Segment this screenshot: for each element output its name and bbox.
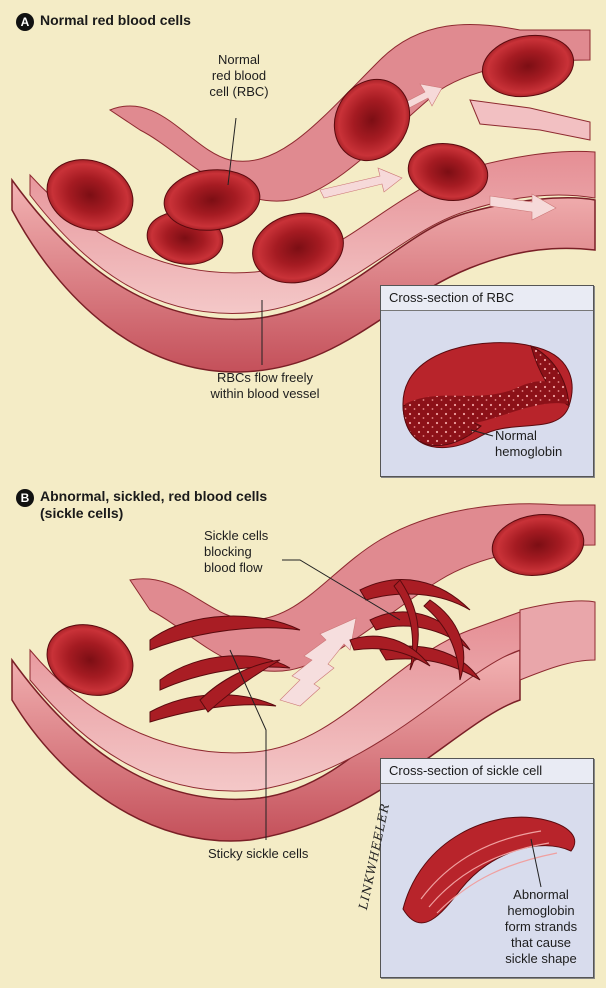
panel-b-title-line: (sickle cells)	[40, 505, 267, 522]
panel-b-title-line: Abnormal, sickled, red blood cells	[40, 488, 267, 505]
label-sickle-blocking: Sickle cells blocking blood flow	[204, 528, 268, 576]
label-line: within blood vessel	[195, 386, 335, 402]
panel-a-title: Normal red blood cells	[40, 12, 191, 29]
label-line: sickle shape	[491, 951, 591, 967]
panel-b-title-row: B Abnormal, sickled, red blood cells (si…	[16, 488, 267, 522]
inset-rbc-cross-section: Cross-section of RBC Normal hemoglobin	[380, 285, 594, 477]
label-line: Normal	[495, 428, 562, 444]
label-line: blood flow	[204, 560, 268, 576]
panel-a-badge: A	[16, 13, 34, 31]
panel-b-title: Abnormal, sickled, red blood cells (sick…	[40, 488, 267, 522]
label-normal-hemoglobin: Normal hemoglobin	[495, 428, 562, 460]
label-line: Sickle cells	[204, 528, 268, 544]
label-line: form strands	[491, 919, 591, 935]
label-line: blocking	[204, 544, 268, 560]
label-abnormal-hemoglobin: Abnormal hemoglobin form strands that ca…	[491, 887, 591, 967]
vessel-a-cut-edge	[470, 100, 590, 140]
label-line: Normal	[194, 52, 284, 68]
rbc-cell	[37, 148, 143, 242]
label-normal-rbc: Normal red blood cell (RBC)	[194, 52, 284, 100]
label-sticky-sickle: Sticky sickle cells	[208, 846, 308, 862]
vessel-b-right-wall	[520, 601, 595, 680]
label-line: RBCs flow freely	[195, 370, 335, 386]
inset-sickle-cross-section: Cross-section of sickle cell Abnormal he…	[380, 758, 594, 978]
panel-b-badge: B	[16, 489, 34, 507]
panel-a-title-row: A Normal red blood cells	[16, 12, 191, 31]
label-line: hemoglobin	[491, 903, 591, 919]
label-line: hemoglobin	[495, 444, 562, 460]
label-line: cell (RBC)	[194, 84, 284, 100]
label-line: red blood	[194, 68, 284, 84]
label-flow-freely: RBCs flow freely within blood vessel	[195, 370, 335, 402]
label-line: Abnormal	[491, 887, 591, 903]
label-line: that cause	[491, 935, 591, 951]
